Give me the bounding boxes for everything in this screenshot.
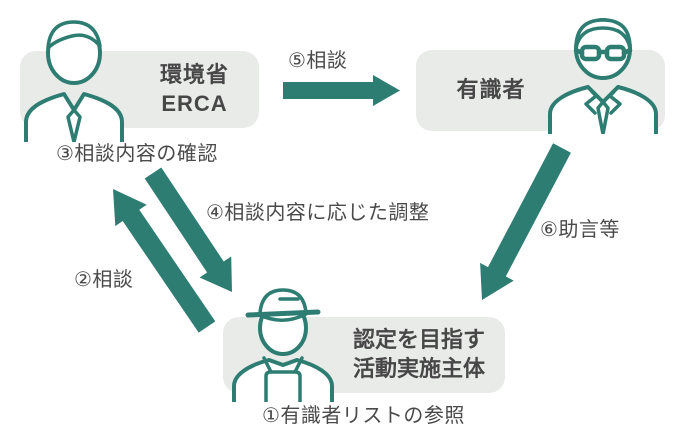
label-step3-confirm: ③相談内容の確認	[56, 143, 218, 165]
glasses-icon	[573, 44, 633, 62]
label-step2-consult: ②相談	[74, 269, 134, 291]
worker-with-cap-icon	[232, 288, 334, 402]
moe-label-line2: ERCA	[161, 90, 228, 116]
apron-icon	[262, 356, 304, 402]
arrow-5-consult	[283, 75, 400, 106]
cap-icon	[245, 288, 321, 322]
entity-label-line2: 活動実施主体	[352, 356, 485, 381]
arrow-6-advice	[480, 143, 571, 300]
moe-label-line1: 環境省	[159, 61, 229, 87]
expert-with-glasses-icon	[548, 18, 658, 134]
label-step5-consult: ⑤相談	[288, 50, 348, 72]
arrow-2-consult	[113, 189, 216, 333]
node-expert-label: 有識者	[416, 50, 566, 131]
node-entity-label: 認定を目指す 活動実施主体	[333, 317, 505, 393]
business-person-icon	[24, 20, 124, 142]
label-step4-adjust: ④相談内容に応じた調整	[206, 202, 430, 224]
entity-label-line1: 認定を目指す	[352, 327, 485, 353]
arrow-4-adjust	[144, 167, 232, 292]
label-step6-advice: ⑥助言等	[540, 219, 620, 241]
label-step1-list-reference: ①有識者リストの参照	[262, 405, 465, 427]
node-moe-erca-label: 環境省 ERCA	[130, 51, 259, 128]
expert-label: 有識者	[456, 77, 526, 103]
